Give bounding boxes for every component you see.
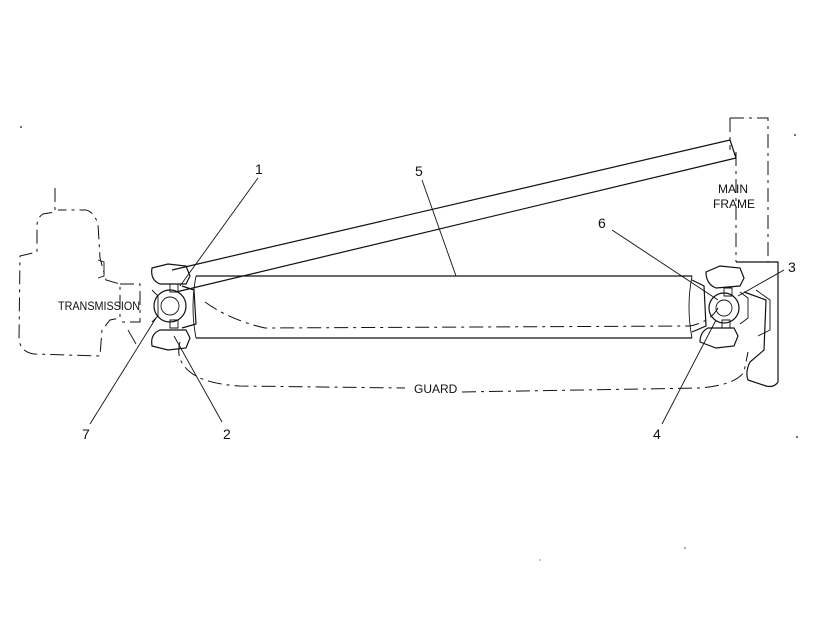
guard-outline bbox=[178, 301, 749, 393]
callout-5: 5 bbox=[415, 163, 423, 179]
callout-4: 4 bbox=[653, 426, 661, 442]
left-universal-joint bbox=[151, 263, 197, 351]
callout-6: 6 bbox=[598, 215, 606, 231]
callout-7: 7 bbox=[82, 426, 90, 442]
main-frame-label-line2: FRAME bbox=[713, 197, 755, 211]
main-frame-label-line1: MAIN bbox=[718, 182, 748, 196]
transmission-housing bbox=[18, 188, 141, 357]
transmission-label: TRANSMISSION bbox=[58, 299, 140, 313]
guard-label: GUARD bbox=[414, 382, 458, 396]
callout-2: 2 bbox=[223, 426, 231, 442]
leader-lines bbox=[89, 177, 785, 425]
frame-rail bbox=[171, 139, 737, 293]
right-universal-joint bbox=[691, 265, 749, 349]
main-frame bbox=[729, 117, 779, 388]
scan-specks bbox=[20, 126, 798, 561]
drive-shaft-tube bbox=[192, 275, 693, 339]
callout-1: 1 bbox=[255, 161, 263, 177]
callout-3: 3 bbox=[788, 259, 796, 275]
